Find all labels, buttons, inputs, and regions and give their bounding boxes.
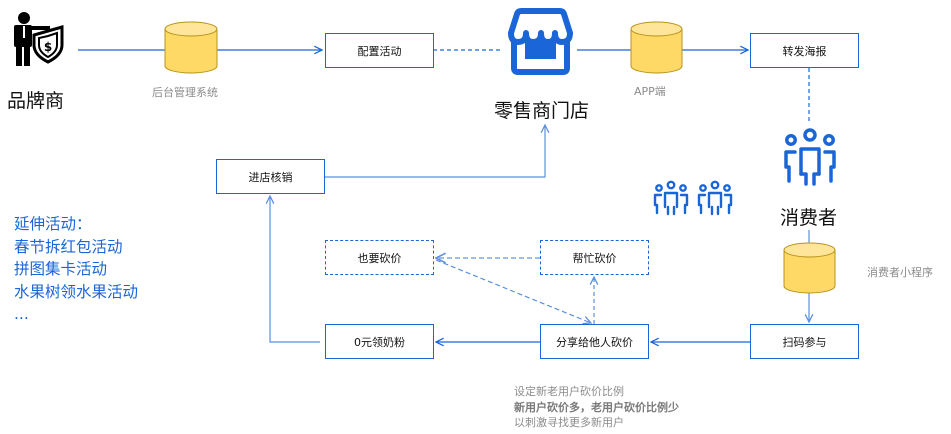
extension-item: 拼图集卡活动 (14, 260, 108, 278)
svg-text:$: $ (44, 40, 52, 54)
miniprogram-label: 消费者小程序 (867, 266, 933, 279)
storefront-icon (508, 8, 573, 75)
extension-title: 延伸活动： (14, 215, 92, 233)
database-cylinder-icon (164, 21, 218, 74)
brand-label: 品牌商 (7, 90, 65, 112)
people-group-icon (653, 180, 689, 216)
extension-item: 水果树领水果活动 (14, 282, 139, 301)
people-group-icon (697, 180, 733, 216)
config-activity-box[interactable]: 配置活动 (325, 33, 434, 68)
share-bargain-box[interactable]: 分享给他人砍价 (540, 324, 649, 359)
consumer-label: 消费者 (780, 207, 838, 229)
edge-freemilk-to-redeem (270, 196, 320, 343)
people-group-icon (784, 128, 836, 186)
help-bargain-box[interactable]: 帮忙砍价 (540, 240, 649, 275)
note-line: 设定新老用户砍价比例 (514, 385, 624, 398)
extension-item: ... (14, 305, 29, 323)
note-line: 以刺激寻找更多新用户 (514, 416, 624, 429)
store-redeem-box[interactable]: 进店核销 (216, 159, 325, 194)
extension-item: 春节拆红包活动 (14, 237, 123, 256)
free-milk-box[interactable]: 0元领奶粉 (325, 324, 434, 359)
extension-activities: 延伸活动： 春节拆红包活动 拼图集卡活动 水果树领水果活动 ... (14, 213, 138, 326)
also-bargain-box[interactable]: 也要砍价 (325, 240, 434, 275)
database-cylinder-icon (783, 242, 836, 294)
database-cylinder-icon (630, 21, 683, 74)
scan-join-box[interactable]: 扫码参与 (750, 324, 859, 359)
forward-poster-box[interactable]: 转发海报 (750, 33, 859, 68)
backend-system-label: 后台管理系统 (152, 86, 218, 99)
note-line-bold: 新用户砍价多，老用户砍价比例少 (514, 400, 679, 414)
edge-redeem-to-store (325, 125, 545, 178)
app-label: APP端 (634, 85, 666, 98)
bargain-ratio-note: 设定新老用户砍价比例 新用户砍价多，老用户砍价比例少 以刺激寻找更多新用户 (514, 384, 679, 431)
retail-store-label: 零售商门店 (494, 100, 590, 122)
businessman-shield-dollar-icon: $ (14, 12, 64, 66)
edge-also-to-share (435, 259, 591, 323)
